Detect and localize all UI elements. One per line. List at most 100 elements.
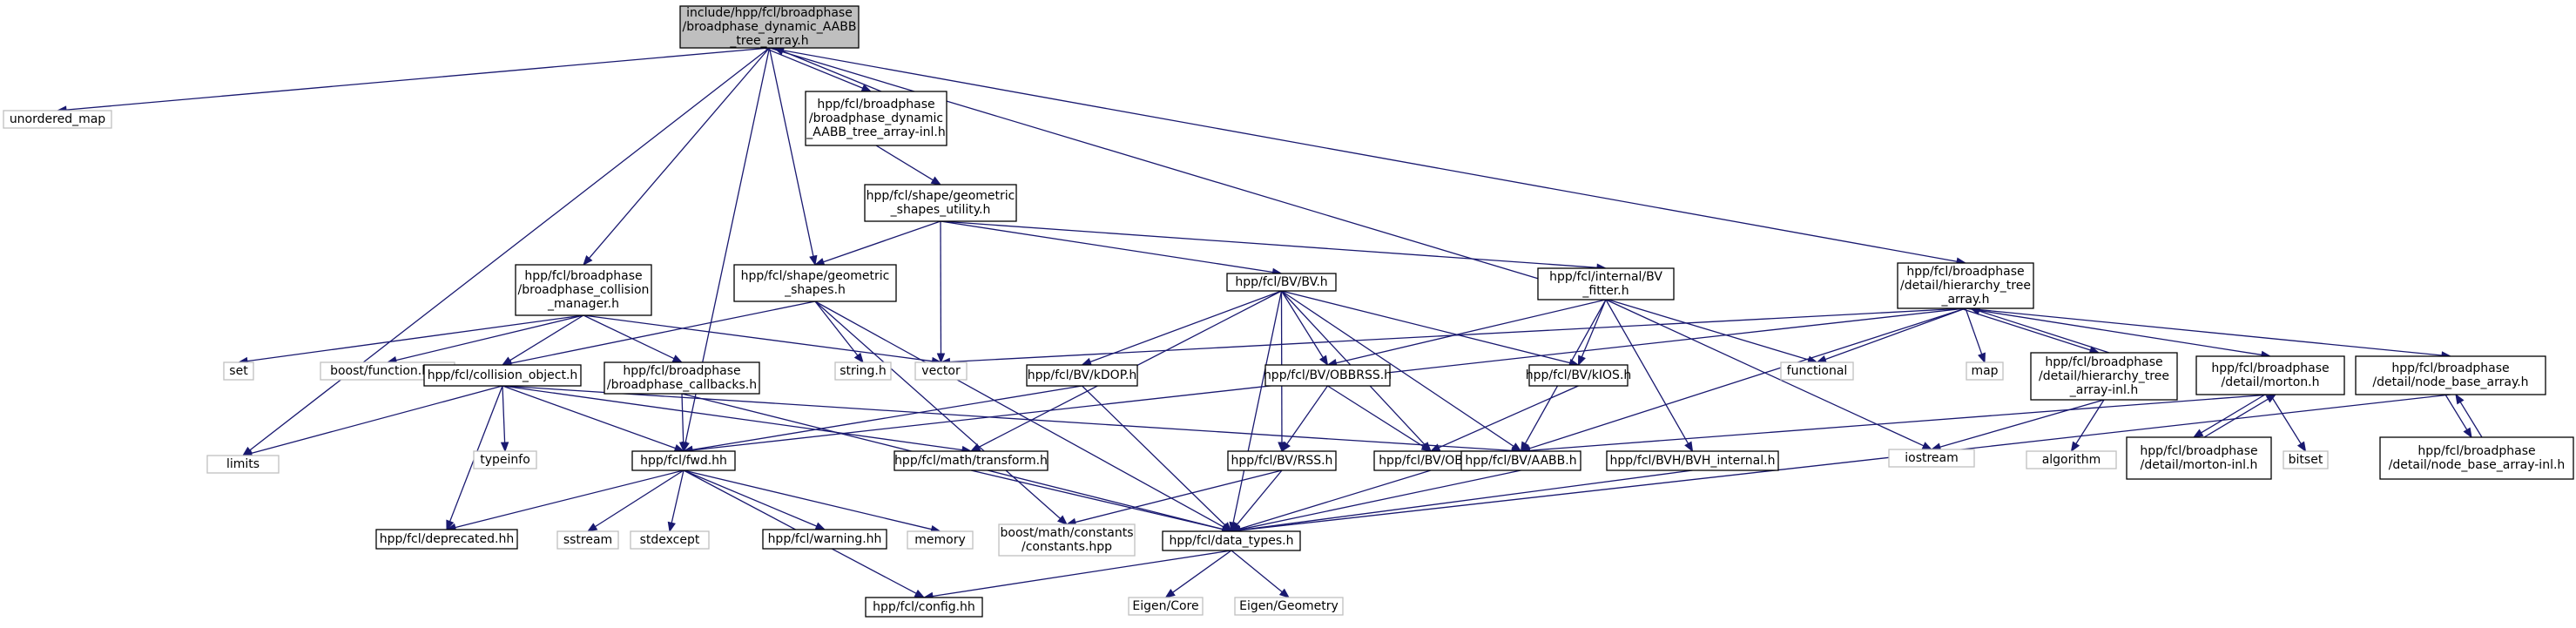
node-label-memory-line-0: memory <box>914 533 966 547</box>
node-data-types[interactable]: hpp/fcl/data_types.h <box>1162 530 1301 551</box>
node-set: set <box>223 361 254 381</box>
node-rss[interactable]: hpp/fcl/BV/RSS.h <box>1227 450 1337 471</box>
arrowhead-collision_object-to-deprecated <box>446 519 455 531</box>
node-box-kios[interactable] <box>1528 364 1629 387</box>
node-fwd[interactable]: hpp/fcl/fwd.hh <box>631 450 736 471</box>
node-label-bv-fitter-line-1: _fitter.h <box>1581 284 1629 298</box>
node-box-bvh-internal[interactable] <box>1606 450 1779 471</box>
node-box-bv-fitter[interactable] <box>1537 267 1675 300</box>
node-label-bitset-line-0: bitset <box>2289 453 2323 467</box>
node-box-map <box>1966 361 2004 381</box>
node-node-base-inl[interactable]: hpp/fcl/broadphase/detail/node_base_arra… <box>2379 436 2574 480</box>
node-label-typeinfo-line-0: typeinfo <box>480 453 530 467</box>
node-box-hier[interactable] <box>1897 262 2034 309</box>
edges-layer <box>56 47 2483 601</box>
nodes-layer: include/hpp/fcl/broadphase/broadphase_dy… <box>3 5 2574 618</box>
node-config[interactable]: hpp/fcl/config.hh <box>865 597 983 618</box>
arrowhead-obbrss-to-obb <box>1420 442 1433 452</box>
node-hier-inl[interactable]: hpp/fcl/broadphase/detail/hierarchy_tree… <box>2030 352 2178 401</box>
node-kios[interactable]: hpp/fcl/BV/kIOS.h <box>1526 364 1632 387</box>
node-label-iostream-line-0: iostream <box>1905 451 1959 465</box>
node-label-fwd-line-0: hpp/fcl/fwd.hh <box>640 454 727 468</box>
node-box-set <box>223 361 254 381</box>
node-bcm[interactable]: hpp/fcl/broadphase/broadphase_collision_… <box>515 264 652 316</box>
node-label-hier-line-1: /detail/hierarchy_tree <box>1900 279 2031 293</box>
node-box-fwd[interactable] <box>631 450 736 471</box>
node-warning[interactable]: hpp/fcl/warning.hh <box>762 529 887 550</box>
node-deprecated[interactable]: hpp/fcl/deprecated.hh <box>375 529 518 550</box>
node-box-node-base-inl[interactable] <box>2379 436 2574 480</box>
arrowhead-tree_array_inl-to-root <box>773 47 786 56</box>
node-box-tree-array-inl[interactable] <box>805 91 947 146</box>
edge-bv-to-kdop <box>1089 290 1282 363</box>
node-box-callbacks[interactable] <box>604 361 760 395</box>
node-bvh-internal[interactable]: hpp/fcl/BVH/BVH_internal.h <box>1606 450 1779 471</box>
node-tree-array-inl[interactable]: hpp/fcl/broadphase/broadphase_dynamic_AA… <box>805 91 947 146</box>
edge-fwd-to-memory <box>683 469 932 530</box>
node-label-bvh-internal-line-0: hpp/fcl/BVH/BVH_internal.h <box>1610 454 1776 468</box>
node-box-transform[interactable] <box>894 450 1049 471</box>
node-kdop[interactable]: hpp/fcl/BV/kDOP.h <box>1026 364 1138 387</box>
node-box-sstream <box>556 530 619 550</box>
node-box-bv[interactable] <box>1226 273 1337 292</box>
node-morton[interactable]: hpp/fcl/broadphase/detail/morton.h <box>2195 355 2345 395</box>
node-box-rss[interactable] <box>1227 450 1337 471</box>
arrowhead-geom_shapes-to-boost_constants <box>1056 515 1069 525</box>
edge-geom_utility-to-bv <box>940 220 1273 273</box>
node-transform[interactable]: hpp/fcl/math/transform.h <box>894 450 1049 471</box>
arrowhead-fwd-to-warning <box>814 522 826 530</box>
node-box-deprecated[interactable] <box>375 529 518 550</box>
node-collision-object[interactable]: hpp/fcl/collision_object.h <box>423 364 582 387</box>
node-label-eigen-geometry-line-0: Eigen/Geometry <box>1239 599 1339 613</box>
edge-hier-to-morton <box>1965 307 2262 356</box>
edge-root-to-hier <box>769 47 1958 262</box>
node-callbacks[interactable]: hpp/fcl/broadphase/broadphase_callbacks.… <box>604 361 760 395</box>
edge-data_types-to-config <box>932 550 1232 598</box>
edge-root-to-limits <box>249 47 770 451</box>
edge-callbacks-to-fwd <box>681 393 684 443</box>
node-aabb[interactable]: hpp/fcl/BV/AABB.h <box>1460 450 1581 471</box>
node-box-root[interactable] <box>679 5 860 49</box>
node-box-vector <box>914 361 968 381</box>
node-label-tree-array-inl-line-1: /broadphase_dynamic <box>809 111 943 125</box>
node-box-kdop[interactable] <box>1026 364 1138 387</box>
node-node-base[interactable]: hpp/fcl/broadphase/detail/node_base_arra… <box>2355 355 2546 395</box>
node-label-map-line-0: map <box>1971 364 1998 378</box>
node-box-obbrss[interactable] <box>1264 364 1391 387</box>
node-geom-utility[interactable]: hpp/fcl/shape/geometric_shapes_utility.h <box>864 184 1017 222</box>
node-label-rss-line-0: hpp/fcl/BV/RSS.h <box>1231 454 1333 468</box>
node-box-config[interactable] <box>865 597 983 618</box>
node-root[interactable]: include/hpp/fcl/broadphase/broadphase_dy… <box>679 5 860 49</box>
node-label-aabb-line-0: hpp/fcl/BV/AABB.h <box>1465 454 1576 468</box>
node-box-hier-inl[interactable] <box>2030 352 2178 401</box>
node-box-aabb[interactable] <box>1460 450 1581 471</box>
node-box-data-types[interactable] <box>1162 530 1301 551</box>
node-obb[interactable]: hpp/fcl/BV/OBB.h <box>1373 450 1488 471</box>
node-box-geom-utility[interactable] <box>864 184 1017 222</box>
node-label-hier-inl-line-0: hpp/fcl/broadphase <box>2045 355 2162 369</box>
node-map: map <box>1966 361 2004 381</box>
node-label-vector-line-0: vector <box>921 364 961 378</box>
edge-hier-to-vector <box>949 307 1966 363</box>
node-bv-fitter[interactable]: hpp/fcl/internal/BV_fitter.h <box>1537 267 1675 300</box>
node-bv[interactable]: hpp/fcl/BV/BV.h <box>1226 273 1337 292</box>
node-box-geom-shapes[interactable] <box>733 264 897 302</box>
node-box-morton-inl[interactable] <box>2126 436 2272 480</box>
edge-hier-to-node_base <box>1965 307 2443 356</box>
node-box-node-base[interactable] <box>2355 355 2546 395</box>
node-label-geom-shapes-line-0: hpp/fcl/shape/geometric <box>741 269 890 283</box>
node-morton-inl[interactable]: hpp/fcl/broadphase/detail/morton-inl.h <box>2126 436 2272 480</box>
node-geom-shapes[interactable]: hpp/fcl/shape/geometric_shapes.h <box>733 264 897 302</box>
node-box-iostream <box>1888 449 1975 468</box>
node-box-bcm[interactable] <box>515 264 652 316</box>
node-functional: functional <box>1780 361 1854 381</box>
node-hier[interactable]: hpp/fcl/broadphase/detail/hierarchy_tree… <box>1897 262 2034 309</box>
node-box-warning[interactable] <box>762 529 887 550</box>
node-box-morton[interactable] <box>2195 355 2345 395</box>
node-label-callbacks-line-0: hpp/fcl/broadphase <box>623 364 740 378</box>
node-obbrss[interactable]: hpp/fcl/BV/OBBRSS.h <box>1264 364 1392 387</box>
node-label-hier-line-2: _array.h <box>1940 293 1989 307</box>
node-box-collision-object[interactable] <box>423 364 582 387</box>
node-label-root-line-0: include/hpp/fcl/broadphase <box>686 6 853 20</box>
arrowhead-data_types-to-eigen_geometry <box>1278 588 1291 598</box>
